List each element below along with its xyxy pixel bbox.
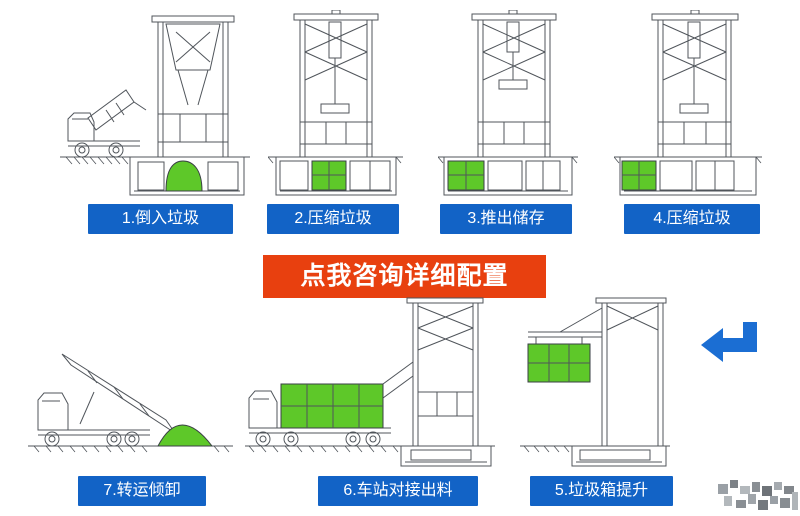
illustration-step-6-dock-discharge xyxy=(245,296,495,468)
step-label-4: 4.压缩垃圾 xyxy=(624,204,760,234)
dump-truck xyxy=(37,353,176,447)
illustration-step-4-compress xyxy=(614,10,762,202)
step-label-2: 2.压缩垃圾 xyxy=(267,204,399,234)
step-label-1: 1.倒入垃圾 xyxy=(88,204,233,234)
gantry-station xyxy=(471,10,557,157)
ground xyxy=(28,445,233,453)
gantry-station xyxy=(651,10,739,157)
ground-and-pit xyxy=(268,156,403,196)
gantry-station xyxy=(528,297,667,446)
consult-banner[interactable]: 点我咨询详细配置 xyxy=(263,255,546,298)
garbage-pile xyxy=(165,160,203,192)
illustration-step-1-dump-garbage xyxy=(60,10,250,202)
ground-and-pit xyxy=(60,156,250,196)
illustration-step-5-container-lift xyxy=(520,296,670,468)
watermark-logo xyxy=(678,478,800,516)
gantry-station xyxy=(382,297,484,446)
gantry-station xyxy=(293,10,379,157)
docked-truck xyxy=(248,383,391,447)
step-label-7: 7.转运倾卸 xyxy=(78,476,206,506)
garbage-pile xyxy=(157,424,214,447)
ground-and-pit xyxy=(520,445,670,467)
gantry-station xyxy=(151,15,235,157)
step-label-3: 3.推出储存 xyxy=(440,204,572,234)
ground-and-pit xyxy=(438,156,578,196)
illustration-step-7-transfer-dump xyxy=(28,296,233,464)
ground-and-pit xyxy=(245,445,495,467)
tipping-truck xyxy=(67,89,147,158)
step-label-6: 6.车站对接出料 xyxy=(318,476,478,506)
ground-and-pit xyxy=(614,156,762,196)
step-label-5: 5.垃圾箱提升 xyxy=(530,476,673,506)
illustration-step-2-compress xyxy=(268,10,403,202)
left-arrow-icon xyxy=(699,318,757,374)
illustration-step-3-push-out xyxy=(438,10,578,202)
lifted-container xyxy=(527,343,591,383)
